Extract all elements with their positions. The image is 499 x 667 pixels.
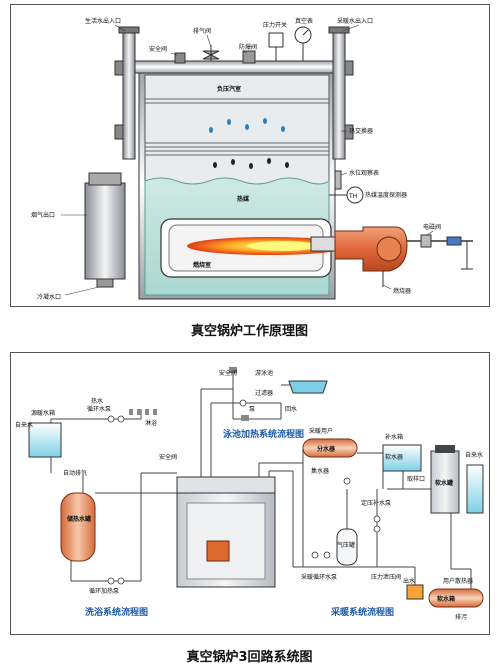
label-divider: 分水器 <box>317 445 336 453</box>
label-water-supply: 自来水 <box>465 451 483 459</box>
label-auto-vent: 自动排气 <box>63 469 87 477</box>
label-users: 采暖用户 <box>309 427 333 435</box>
title-heating-loop: 采暖系统流程图 <box>330 606 394 618</box>
th-symbol: TH <box>348 193 357 200</box>
storage-tank <box>60 492 96 562</box>
label-pool: 游泳池 <box>255 369 273 377</box>
label-vacuum-gauge: 真空表 <box>295 17 313 25</box>
label-pressure-switch: 压力开关 <box>263 21 287 29</box>
label-return: 回水 <box>285 405 297 413</box>
label-domestic-water: 生活水出入口 <box>85 17 121 25</box>
boiler-principle-svg: TH 生活水出入口 排气阀 压力开关 真空表 采暖水出入口 安全阀 防爆阀 负压… <box>31 17 473 301</box>
label-hot-water: 热水 <box>91 397 103 405</box>
label-heat-exchanger: 热交换器 <box>349 127 373 135</box>
filter-icon <box>241 415 249 421</box>
label-sample: 取样口 <box>407 475 425 483</box>
label-vapor-chamber: 负压汽室 <box>217 85 241 93</box>
pool-icon <box>288 380 328 394</box>
label-pool-pump: 泵 <box>249 406 255 413</box>
label-water-tank: 软水箱 <box>437 595 455 603</box>
blast-valve-icon <box>242 50 256 64</box>
label-drain: 排污 <box>455 613 467 621</box>
label-const-pump: 定压补水泵 <box>361 499 391 507</box>
label-collector: 集水器 <box>311 467 329 475</box>
label-soft-water: 软水器 <box>385 453 403 461</box>
supply-water-tank <box>28 422 62 458</box>
label-expansion: 气压罐 <box>337 541 355 549</box>
label-temp-sensor: 热媒温度探测器 <box>365 191 407 199</box>
title-bath-loop: 洗浴系统流程图 <box>85 606 148 618</box>
steam-droplets <box>209 118 285 133</box>
label-heating-pump: 采暖循环水泵 <box>301 573 337 581</box>
label-burner: 燃烧器 <box>393 287 411 295</box>
const-pump-icon <box>373 515 381 523</box>
safety-valve-icon <box>174 52 186 64</box>
solenoid-valve-icon <box>420 234 432 248</box>
label-safety-valve-right: 安全阀 <box>219 369 237 377</box>
caption-three-loop: 真空锅炉3回路系统图 <box>186 650 313 665</box>
three-loop-system-diagram: 泳池加热系统流程图 洗浴系统流程图 采暖系统流程图 源暖水箱 自来水 热水 循环… <box>10 352 490 635</box>
divider-tank <box>302 438 358 458</box>
label-exhaust-valve: 排气阀 <box>193 27 211 35</box>
label-heat-users: 用户散热器 <box>443 577 473 585</box>
label-circ-heat-pump: 循环加热泵 <box>89 587 119 595</box>
label-flow-out: 出水 <box>403 577 415 585</box>
caption-principle: 真空锅炉工作原理图 <box>190 324 308 339</box>
label-blast-valve: 防爆阀 <box>239 43 257 51</box>
label-solenoid-valve: 电磁阀 <box>423 223 441 231</box>
collector-tank <box>428 588 484 608</box>
softener-tank <box>430 450 460 514</box>
label-pressure-relief: 压力泄压阀 <box>371 573 401 581</box>
temp-sensor-icon <box>346 186 364 204</box>
label-heating-water: 采暖水出入口 <box>337 17 373 25</box>
heat-pump-icon <box>107 577 115 585</box>
label-safety-valve-left: 安全阀 <box>159 453 177 461</box>
label-circ-pump: 循环水泵 <box>87 405 111 413</box>
label-storage-tank: 储热水罐 <box>66 515 91 523</box>
pressure-switch-icon <box>268 32 284 48</box>
label-safety-valve: 安全阀 <box>149 45 167 53</box>
circ-pump-icon <box>107 415 115 423</box>
label-city-water: 自来水 <box>15 421 33 429</box>
soft-water-storage <box>466 464 484 514</box>
label-cold-water: 冷凝水口 <box>37 293 61 301</box>
pool-pump-icon <box>239 399 247 407</box>
label-water-level: 水位观察表 <box>349 169 379 177</box>
label-flue-outlet: 烟气出口 <box>31 211 55 219</box>
label-filter: 过滤器 <box>255 389 273 397</box>
label-makeup-tank: 补水箱 <box>385 433 403 441</box>
makeup-tank <box>382 444 422 472</box>
heating-pump-icon <box>311 551 319 559</box>
label-furnace: 燃烧室 <box>193 261 211 269</box>
label-softener: 软水罐 <box>435 479 453 487</box>
title-pool-loop: 泳池加热系统流程图 <box>223 428 304 440</box>
shower-icon <box>129 409 133 415</box>
boiler-burner-icon <box>206 540 230 562</box>
label-supply-tank: 源暖水箱 <box>31 409 55 417</box>
expansion-tank <box>336 528 358 566</box>
boiler-principle-diagram: TH 生活水出入口 排气阀 压力开关 真空表 采暖水出入口 安全阀 防爆阀 负压… <box>10 4 490 307</box>
label-heat-medium: 热媒 <box>237 195 250 203</box>
three-loop-svg: 泳池加热系统流程图 洗浴系统流程图 采暖系统流程图 源暖水箱 自来水 热水 循环… <box>15 367 484 621</box>
label-shower: 淋浴 <box>145 419 157 427</box>
water-level-glass <box>334 170 342 190</box>
